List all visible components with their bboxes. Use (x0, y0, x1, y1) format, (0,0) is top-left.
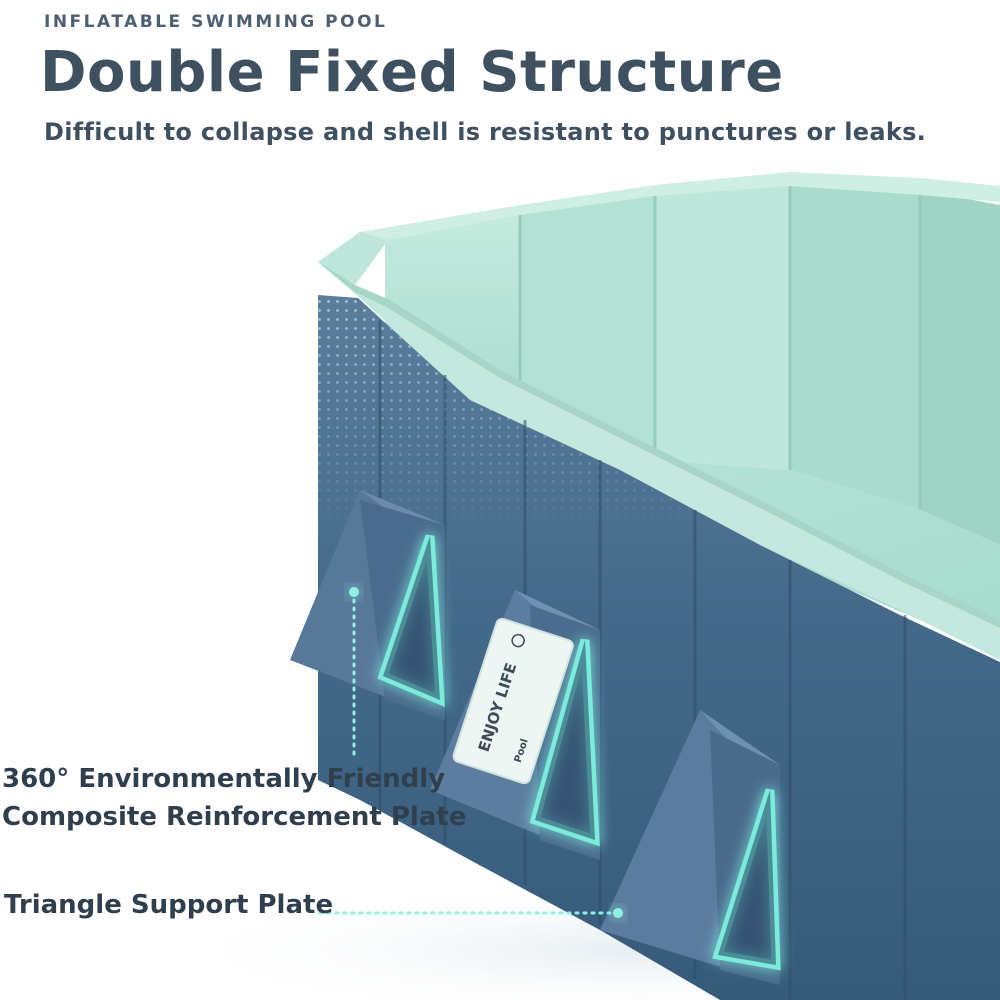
category-eyebrow: INFLATABLE SWIMMING POOL (44, 12, 388, 32)
callout-triangle-support: Triangle Support Plate (4, 890, 334, 920)
callout-reinforcement-plate: 360° Environmentally Friendly Composite … (2, 760, 466, 836)
outer-wall (318, 295, 1000, 1000)
callout-reinforcement-line2: Composite Reinforcement Plate (2, 802, 467, 832)
page-subtitle: Difficult to collapse and shell is resis… (44, 118, 927, 146)
product-label: ENJOY LIFE Pool (452, 617, 574, 785)
top-rim (318, 172, 1000, 660)
page-title: Double Fixed Structure (40, 40, 784, 105)
callout-reinforcement-line1: 360° Environmentally Friendly (2, 764, 446, 794)
callout-leader-2 (318, 908, 623, 918)
callout-leader-1 (349, 587, 359, 762)
